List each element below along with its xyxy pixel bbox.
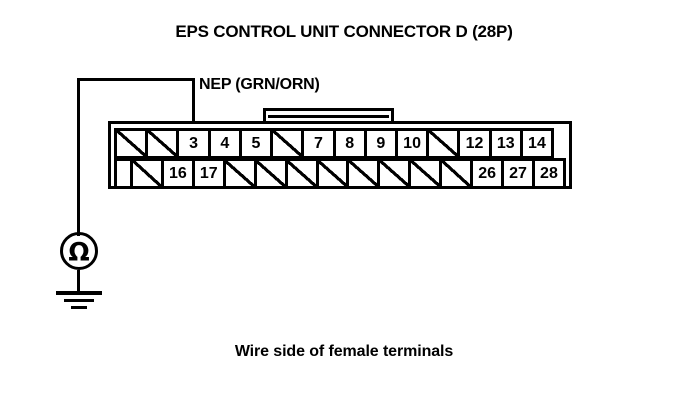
terminal-blank-bottom-row-0 [117, 161, 133, 186]
meter-lead-vertical-segment [77, 78, 80, 236]
terminal-number: 26 [478, 164, 496, 182]
diagram-title: EPS CONTROL UNIT CONNECTOR D (28P) [175, 22, 513, 41]
terminal-row-bottom: 16 17 26 27 28 [114, 158, 566, 189]
terminal-row-top: 3 4 5 7 8 9 10 12 13 14 [114, 128, 554, 159]
terminal-blank-bottom-row-11 [442, 161, 474, 186]
connector-body: 3 4 5 7 8 9 10 12 13 14 16 17 26 27 28 [108, 121, 572, 189]
connector-notch-left [111, 124, 120, 130]
shroud-inner-line [268, 115, 389, 118]
terminal-14: 14 [522, 131, 552, 156]
terminal-27: 27 [504, 161, 535, 186]
meter-lead-horizontal-segment [77, 78, 195, 81]
terminal-blank-top-row-0 [117, 131, 149, 156]
terminal-number: 16 [168, 164, 187, 182]
terminal-blank-bottom-row-9 [380, 161, 412, 186]
terminal-8: 8 [335, 131, 367, 156]
terminal-number: 7 [313, 134, 323, 152]
terminal-number: 14 [528, 134, 546, 152]
shroud-outline [263, 108, 394, 124]
terminal-blank-bottom-row-7 [318, 161, 350, 186]
ground-icon-bar-2 [64, 299, 94, 302]
terminal-5: 5 [241, 131, 274, 156]
terminal-10: 10 [397, 131, 430, 156]
terminal-13: 13 [491, 131, 523, 156]
terminal-blank-bottom-row-8 [349, 161, 381, 186]
terminal-blank-bottom-row-6 [287, 161, 319, 186]
ohm-symbol: Ω [68, 236, 90, 266]
connector-shroud-bracket [263, 108, 394, 124]
wire-label: NEP (GRN/ORN) [199, 76, 320, 93]
terminal-number: 13 [496, 134, 515, 152]
terminal-blank-bottom-row-1 [133, 161, 164, 186]
terminal-16: 16 [163, 161, 195, 186]
ohmmeter-ground-lead [77, 270, 80, 292]
terminal-28: 28 [534, 161, 563, 186]
terminal-number: 5 [251, 134, 261, 152]
terminal-number: 3 [189, 134, 198, 152]
terminal-number: 8 [345, 134, 355, 152]
terminal-26: 26 [473, 161, 505, 186]
terminal-number: 9 [376, 134, 386, 152]
terminal-number: 10 [403, 134, 421, 152]
terminal-9: 9 [366, 131, 398, 156]
terminal-blank-top-row-1 [148, 131, 180, 156]
terminal-number: 28 [540, 164, 558, 182]
terminal-blank-top-row-10 [429, 131, 461, 156]
ground-icon-bar-3 [71, 306, 87, 309]
terminal-number: 4 [220, 134, 230, 152]
terminal-blank-bottom-row-10 [411, 161, 443, 186]
ground-icon-bar-1 [56, 291, 102, 295]
terminal-4: 4 [210, 131, 242, 156]
terminal-17: 17 [194, 161, 226, 186]
terminal-12: 12 [460, 131, 492, 156]
terminal-blank-bottom-row-4 [225, 161, 257, 186]
terminal-7: 7 [304, 131, 336, 156]
terminal-3: 3 [179, 131, 211, 156]
terminal-blank-bottom-row-5 [256, 161, 288, 186]
terminal-blank-top-row-5 [273, 131, 305, 156]
diagram-caption: Wire side of female terminals [234, 343, 454, 360]
ohmmeter-icon [60, 232, 98, 270]
meter-lead-drop-to-terminal [192, 78, 195, 124]
terminal-number: 17 [199, 164, 218, 182]
connector-notch-right [560, 124, 569, 130]
terminal-number: 27 [509, 164, 527, 182]
terminal-number: 12 [465, 134, 484, 152]
